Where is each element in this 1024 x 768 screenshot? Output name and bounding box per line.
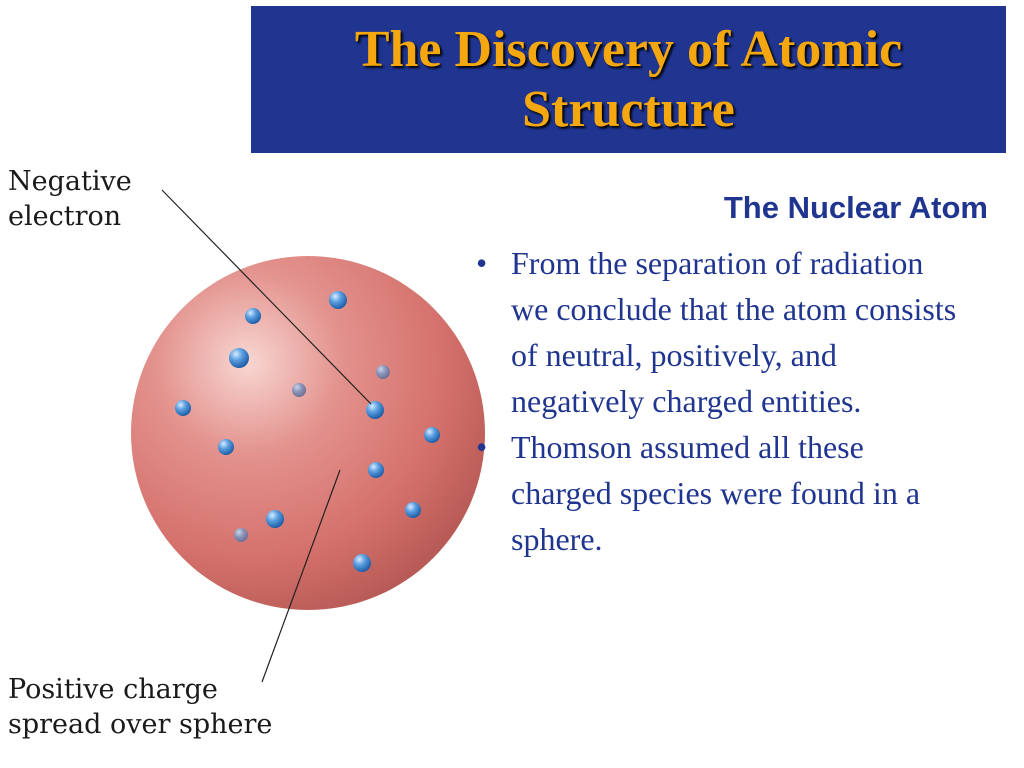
positive-charge-label-line-1: Positive charge (8, 674, 218, 705)
negative-electron-label-line-2: electron (8, 201, 122, 232)
negative-electron-label: Negative electron (8, 164, 132, 234)
electron-faint (292, 383, 306, 397)
electron (245, 308, 261, 324)
negative-electron-leader-line (161, 189, 372, 405)
positive-sphere (131, 256, 485, 610)
bullet-text: From the separation of radiation we conc… (511, 245, 957, 419)
electron (175, 400, 191, 416)
positive-charge-label: Positive charge spread over sphere (8, 672, 272, 742)
section-subheading: The Nuclear Atom (723, 190, 988, 225)
slide-title-line-1: The Discovery of Atomic (354, 20, 903, 78)
positive-charge-leader-line (261, 469, 341, 683)
bullet-item: • Thomson assumed all these charged spec… (468, 424, 968, 562)
title-banner: The Discovery of Atomic Structure (251, 6, 1006, 153)
electron (266, 510, 284, 528)
bullet-marker: • (476, 429, 488, 465)
electron (329, 291, 347, 309)
positive-charge-label-line-2: spread over sphere (8, 709, 273, 740)
electron (405, 502, 421, 518)
electron (218, 439, 234, 455)
bullet-list: • From the separation of radiation we co… (468, 240, 968, 562)
electron (353, 554, 371, 572)
electron (368, 462, 384, 478)
bullet-marker: • (476, 245, 488, 281)
electron-faint (234, 528, 248, 542)
bullet-text: Thomson assumed all these charged specie… (511, 429, 921, 557)
electron (229, 348, 249, 368)
bullet-item: • From the separation of radiation we co… (468, 240, 968, 424)
electron-faint (376, 365, 390, 379)
electron (366, 401, 384, 419)
negative-electron-label-line-1: Negative (8, 166, 132, 197)
electron (424, 427, 440, 443)
slide-title-line-2: Structure (522, 80, 735, 138)
